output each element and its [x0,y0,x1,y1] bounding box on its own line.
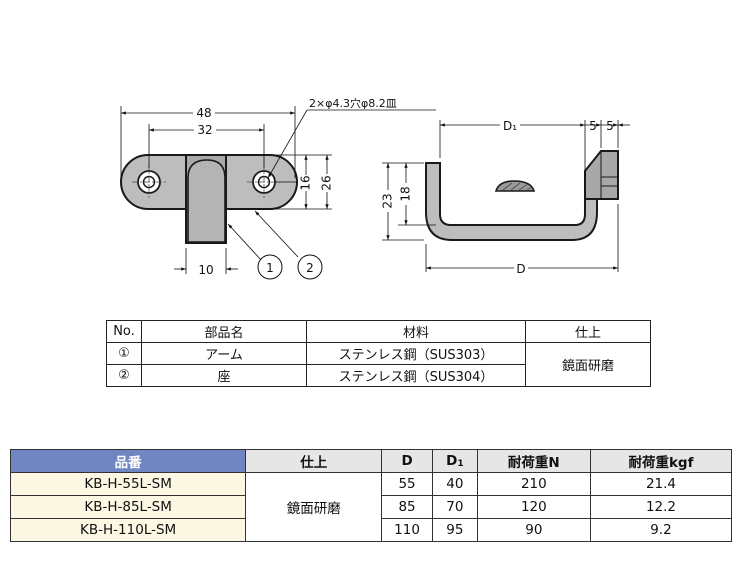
col-finish: 仕上 [245,449,383,473]
dim-10: 10 [198,263,213,277]
load-kgf-value: 9.2 [589,518,733,542]
part-name: 座 [141,364,307,387]
table-row: KB-H-110L-SM 110 95 90 9.2 [9,518,733,542]
part-no: ② [106,364,142,387]
col-d1-main: D [446,453,458,469]
part-finish: 鏡面研磨 [525,342,651,387]
table-row: ② 座 ステンレス鋼（SUS304） [106,364,651,387]
d1-value: 70 [431,495,478,519]
product-spec-table: 品番 仕上 D D1 耐荷重N 耐荷重kgf KB-H-55L-SM 鏡面研磨 … [9,449,733,542]
dim-16: 16 [299,175,313,190]
part-number: KB-H-110L-SM [9,518,247,542]
col-part-number: 品番 [9,449,247,473]
dim-5a: 5 [589,119,597,133]
d-value: 110 [381,518,433,542]
arm-body [185,154,227,244]
callout-2-label: 2 [306,261,314,275]
col-d1: D1 [431,449,478,473]
part-number: KB-H-85L-SM [9,495,247,519]
handle-u [425,162,598,241]
load-n-value: 90 [476,518,591,542]
hole-note: 2×φ4.3穴φ8.2皿 [309,96,397,110]
load-n-value: 120 [476,495,591,519]
col-no: No. [106,320,142,343]
table-row: KB-H-85L-SM 85 70 120 12.2 [9,495,733,519]
parts-table: No. 部品名 材料 仕上 ① アーム ステンレス鋼（SUS303） 鏡面研磨 … [106,320,651,387]
table-row: KB-H-55L-SM 鏡面研磨 55 40 210 21.4 [9,472,733,542]
dim-32: 32 [197,123,212,137]
dim-d: D [516,262,525,276]
arm-section [494,180,536,192]
callout-1 [257,254,283,280]
part-material: ステンレス鋼（SUS304） [306,364,526,387]
d1-value: 95 [431,518,478,542]
dim-23: 23 [381,193,395,208]
part-name: アーム [141,342,307,365]
finish-cell: 鏡面研磨 [245,472,383,542]
d-value: 55 [381,472,433,496]
col-d: D [381,449,433,473]
table-row: ① アーム ステンレス鋼（SUS303） 鏡面研磨 [106,342,651,387]
d-value: 85 [381,495,433,519]
col-material: 材料 [306,320,526,343]
d1-value: 40 [431,472,478,496]
col-load-kgf: 耐荷重kgf [589,449,733,473]
dim-48: 48 [196,106,211,120]
technical-drawing: 48 32 16 26 10 2×φ4.3穴φ8.2皿 1 2 [120,96,630,280]
part-material: ステンレス鋼（SUS303） [306,342,526,365]
part-no: ① [106,342,142,365]
load-kgf-value: 12.2 [589,495,733,519]
load-kgf-value: 21.4 [589,472,733,496]
parts-header-row: No. 部品名 材料 仕上 [106,320,651,343]
callout-2 [297,254,323,280]
product-header-row: 品番 仕上 D D1 耐荷重N 耐荷重kgf [9,449,733,473]
col-finish: 仕上 [525,320,651,343]
dim-26: 26 [320,175,334,190]
col-part-name: 部品名 [141,320,307,343]
side-view: D₁ 5 5 D 23 18 [380,118,630,276]
callout-1-label: 1 [266,261,274,275]
part-number: KB-H-55L-SM [9,472,247,496]
front-view: 48 32 16 26 10 2×φ4.3穴φ8.2皿 1 2 [120,96,436,280]
dim-5b: 5 [606,119,614,133]
col-load-n: 耐荷重N [476,449,591,473]
load-n-value: 210 [476,472,591,496]
col-d1-sub: 1 [457,459,464,469]
dim-d1: D₁ [503,119,517,133]
dim-18: 18 [399,186,413,201]
